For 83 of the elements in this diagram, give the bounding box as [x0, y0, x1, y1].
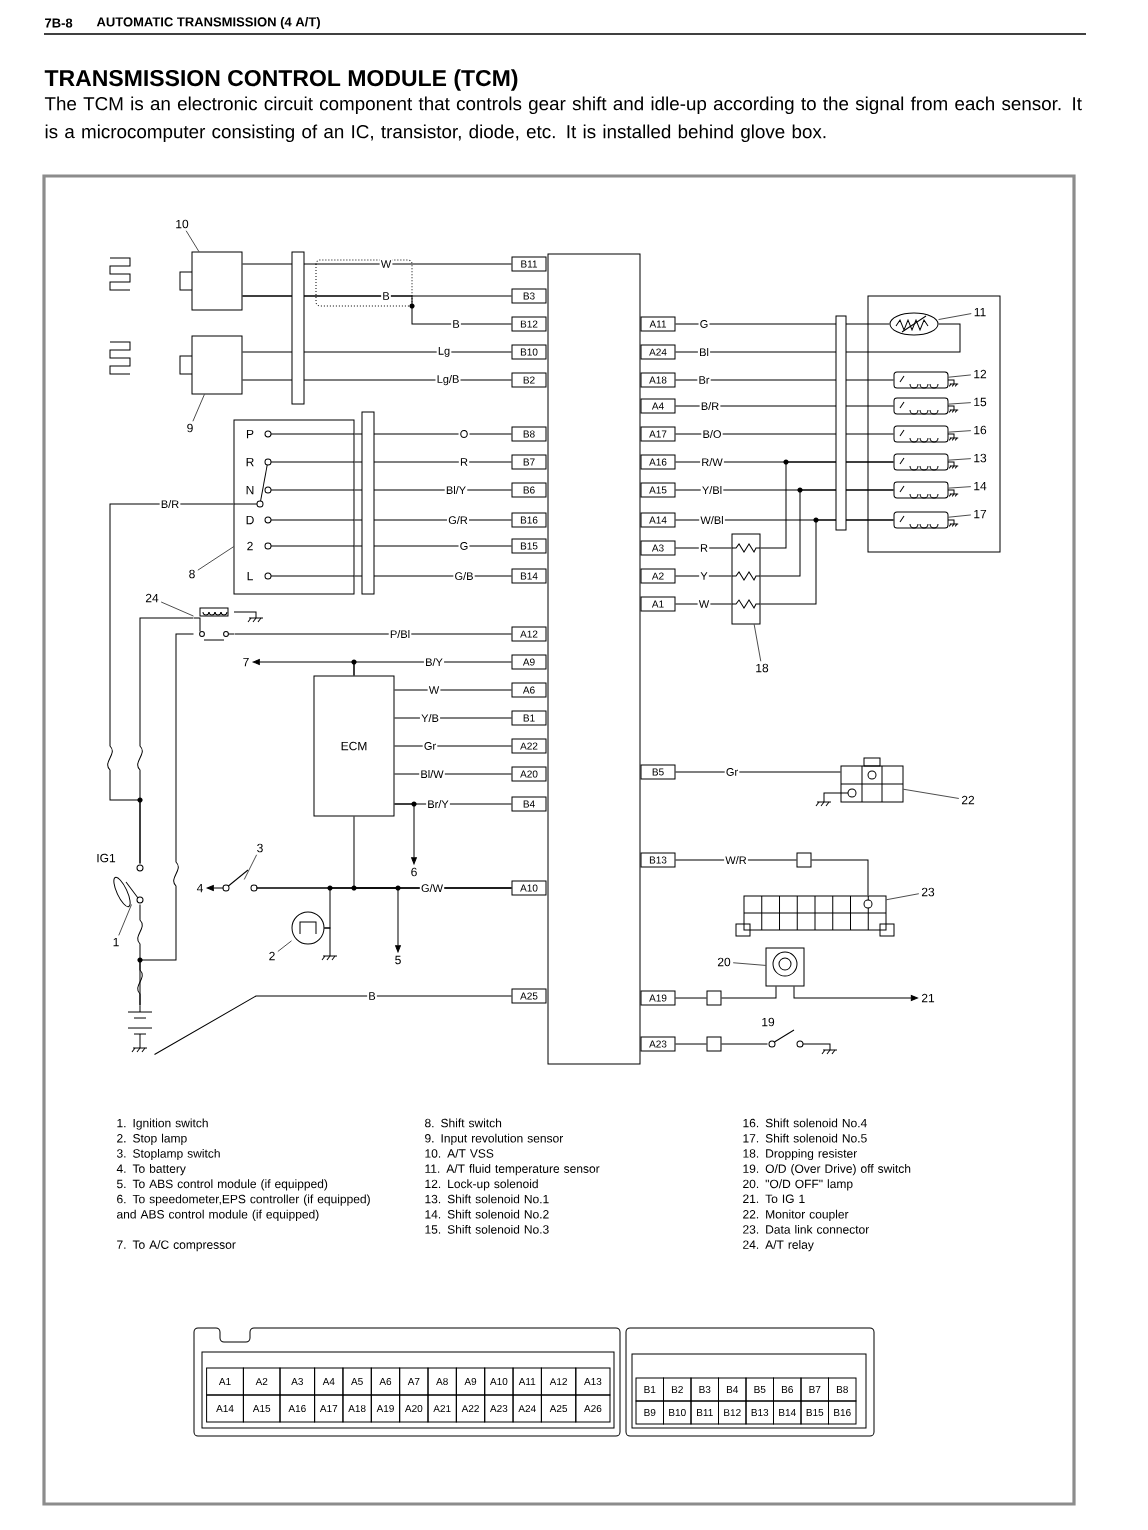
ignition-switch-drawing [113, 864, 144, 908]
sensor-symbol [889, 312, 939, 336]
wire [675, 771, 841, 773]
wire [760, 489, 894, 577]
solenoid-symbol [893, 425, 959, 443]
wire [675, 547, 732, 549]
arrow [256, 887, 401, 953]
coupler-drawing [815, 757, 904, 807]
connector-square [796, 852, 812, 868]
wire [675, 323, 890, 325]
relay-drawing [193, 607, 264, 641]
wire [242, 263, 512, 265]
leader-line [938, 313, 972, 320]
leader-line [903, 788, 960, 799]
leader-line [118, 904, 132, 936]
wire [137, 617, 194, 864]
resistor-block-drawing [731, 533, 761, 625]
wire [394, 773, 512, 775]
leader-line [753, 624, 762, 662]
leader-line [732, 962, 766, 966]
switch-symbol [768, 1029, 838, 1055]
wire [675, 859, 797, 861]
arrow [394, 803, 417, 865]
wire [394, 745, 512, 747]
solenoid-symbol [893, 481, 959, 499]
wire [675, 323, 961, 353]
leader-line [192, 394, 205, 422]
leader-line [948, 374, 972, 378]
wire [675, 1043, 707, 1045]
leader-line [948, 486, 972, 489]
wire [242, 379, 512, 381]
leader-line [948, 514, 972, 518]
leader-line [243, 854, 257, 880]
sensor-drawing [179, 335, 243, 395]
wire [675, 405, 894, 407]
wire [394, 689, 512, 691]
wire [354, 545, 512, 547]
solenoid-housing-box [867, 295, 1001, 553]
title: TRANSMISSION CONTROL MODULE (TCM) [44, 69, 518, 91]
leader-line [185, 230, 200, 252]
wire [234, 633, 512, 635]
wire [139, 633, 194, 1006]
leader-line [197, 546, 234, 571]
connector-square [706, 1036, 722, 1052]
connector-square [706, 990, 722, 1006]
leader-line [160, 601, 194, 617]
wire [675, 575, 732, 577]
arrow [206, 885, 224, 891]
leader-line [948, 402, 972, 405]
solenoid-symbol [893, 453, 959, 471]
lamp-drawing [765, 947, 805, 987]
solenoid-symbol [893, 511, 959, 529]
lamp-symbol [291, 911, 338, 961]
control-module-box [547, 253, 641, 1065]
wire [154, 995, 512, 1055]
wire [354, 489, 512, 491]
wire [242, 295, 512, 325]
wire [353, 816, 512, 889]
wire [354, 433, 512, 435]
leader-line [277, 940, 292, 952]
switch-symbol [222, 869, 258, 892]
wire [675, 379, 894, 381]
wire [811, 859, 869, 896]
sensor-drawing [179, 251, 243, 311]
wire [760, 519, 894, 605]
wire [721, 1043, 768, 1045]
wire [242, 351, 512, 353]
battery-symbol [127, 1005, 153, 1053]
wire [675, 603, 732, 605]
leader-line [948, 430, 972, 433]
wire [394, 717, 512, 719]
leader-line [948, 458, 972, 461]
arrow [252, 659, 355, 676]
paragraph: The TCM is an electronic circuit component that controls gear shift and idle-up according to the signal from each sensor. It is a microcomputer consisting of an IC, transistor, diode, etc. It is installed behind glove box. [44, 96, 1082, 142]
connector-drawing [735, 895, 895, 937]
wire [675, 433, 894, 435]
wire [760, 461, 894, 549]
arrow [793, 986, 918, 1001]
solenoid-symbol [893, 397, 959, 415]
wire [675, 997, 707, 999]
leader-line [886, 893, 920, 901]
solenoid-symbol [893, 371, 959, 389]
wire [721, 986, 777, 999]
